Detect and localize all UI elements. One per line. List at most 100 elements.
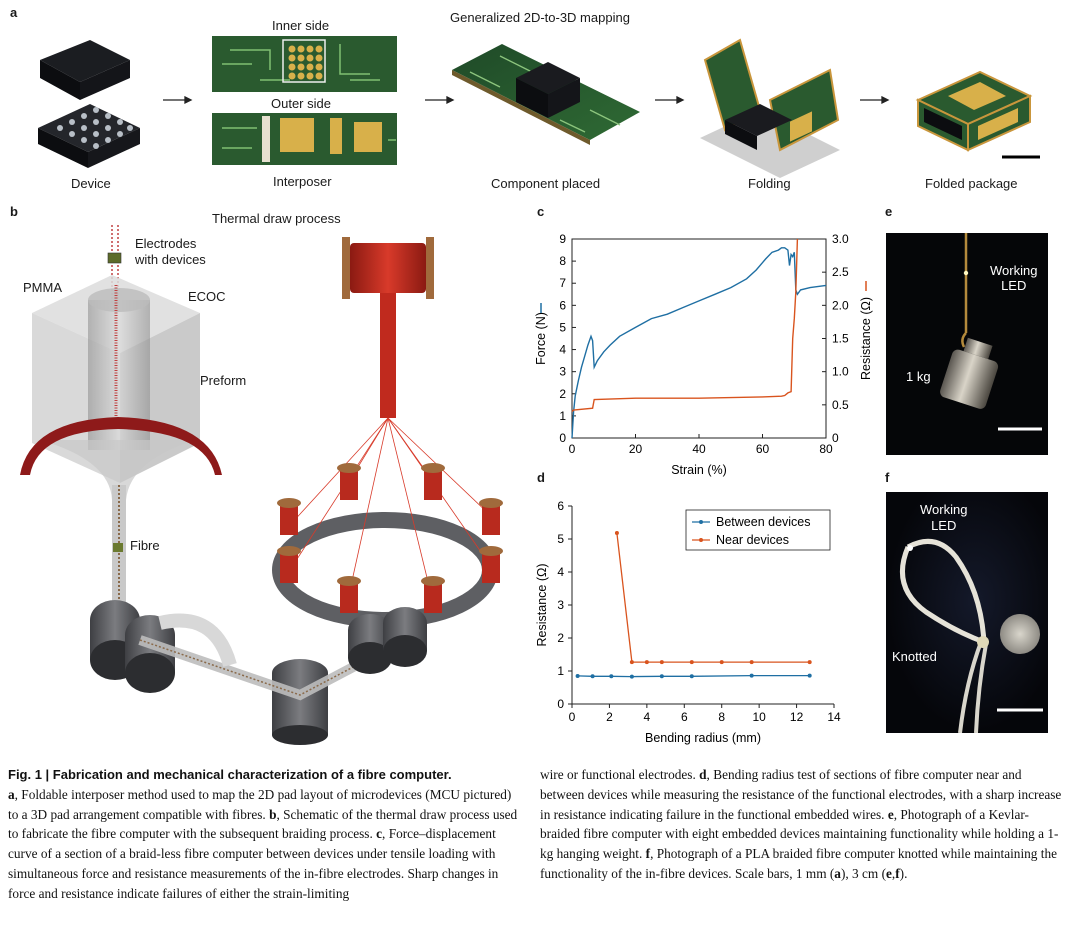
label-working-led-e: Working LED: [990, 263, 1037, 293]
photo-kevlar-fibre-weight: Working LED 1 kg: [886, 233, 1048, 455]
y-tick-label-left: 4: [559, 343, 566, 357]
near-devices-point: [807, 660, 812, 665]
legend-label: Between devices: [716, 515, 811, 529]
y-axis-label-right: Resistance (Ω): [859, 297, 873, 380]
y-tick-label-right: 1.0: [832, 365, 849, 379]
y-tick-label: 1: [557, 664, 564, 678]
y-tick-label: 0: [557, 697, 564, 711]
caption-column-1: Fig. 1 | Fabrication and mechanical char…: [8, 765, 520, 904]
caption-run: ), 3 cm (: [840, 865, 886, 881]
photo-knotted-fibre: Working LED Knotted: [886, 492, 1048, 733]
panel-b-title: Thermal draw process: [212, 211, 341, 226]
y-tick-label: 4: [557, 565, 564, 579]
y-tick-label-left: 8: [559, 254, 566, 268]
caption-panel-ref: a: [834, 865, 841, 881]
near-devices-point: [644, 660, 649, 665]
label-led-f: LED: [931, 518, 957, 533]
caption-run: ,: [891, 865, 896, 881]
device-chip-bottom: [38, 104, 140, 168]
y-tick-label-left: 5: [559, 320, 566, 334]
legend-marker: [699, 520, 703, 524]
between-devices-point: [659, 674, 664, 679]
panel-e-letter: e: [885, 204, 893, 219]
caption-run: , Photograph of a PLA braided fibre comp…: [540, 846, 1058, 881]
near-devices-point: [749, 660, 754, 665]
near-devices-point: [689, 660, 694, 665]
x-tick-label: 12: [790, 710, 804, 724]
label-knotted: Knotted: [892, 649, 937, 664]
caption-fig-title: Fig. 1 | Fabrication and mechanical char…: [8, 767, 452, 782]
folding-package: [700, 38, 840, 178]
y-tick-label-right: 2.5: [832, 265, 849, 279]
x-tick-label: 20: [629, 442, 643, 456]
folded-package: [915, 70, 1033, 152]
panel-a-illustration: [38, 36, 1040, 178]
x-tick-label: 8: [718, 710, 725, 724]
label-preform: Preform: [200, 373, 247, 388]
y-tick-label-right: 2.0: [832, 298, 849, 312]
between-devices-point: [590, 674, 595, 679]
label-fibre: Fibre: [130, 538, 160, 553]
label-folding: Folding: [748, 176, 791, 191]
y-tick-label-left: 1: [559, 409, 566, 423]
caption-run: ).: [899, 865, 908, 881]
between-devices-point: [609, 674, 614, 679]
caption-panel-ref: b: [269, 806, 277, 822]
between-devices-line: [577, 674, 810, 678]
caption-run: , Photograph of a Kevlar-braided fibre c…: [540, 806, 1059, 862]
between-devices-point: [629, 674, 634, 679]
x-tick-label: 0: [569, 710, 576, 724]
panel-a-letter: a: [10, 5, 18, 20]
x-tick-label: 60: [756, 442, 770, 456]
y-axis-label-left: Force (N): [534, 312, 548, 365]
caption-text-1: a, Foldable interposer method used to ma…: [8, 785, 520, 904]
x-axis-label: Strain (%): [671, 463, 727, 477]
device-chip-top: [40, 40, 130, 100]
y-tick-label-left: 7: [559, 276, 566, 290]
panel-d-letter: d: [537, 470, 545, 485]
panel-a-title: Generalized 2D-to-3D mapping: [450, 10, 630, 25]
y-tick-label: 6: [557, 499, 564, 513]
between-devices-point: [689, 674, 694, 679]
legend-marker: [699, 538, 703, 542]
y-tick-label-left: 3: [559, 365, 566, 379]
resistance-series-line: [571, 238, 799, 413]
label-inner-side: Inner side: [272, 18, 330, 33]
panel-c-letter: c: [537, 204, 545, 219]
label-working-f: Working: [920, 502, 968, 517]
caption-panel-ref: f: [645, 846, 651, 862]
y-tick-label-right: 3.0: [832, 232, 849, 246]
x-tick-label: 4: [644, 710, 651, 724]
y-tick-label-left: 0: [559, 431, 566, 445]
x-tick-label: 0: [569, 442, 576, 456]
label-led-e: LED: [1001, 278, 1027, 293]
y-tick-label: 5: [557, 532, 564, 546]
x-tick-label: 10: [752, 710, 766, 724]
label-interposer: Interposer: [273, 174, 332, 189]
label-folded-package: Folded package: [925, 176, 1018, 191]
caption-column-2: wire or functional electrodes. d, Bendin…: [540, 765, 1062, 884]
near-devices-point: [719, 660, 724, 665]
label-with-devices: with devices: [135, 252, 206, 267]
caption-panel-ref: a: [8, 786, 15, 802]
y-tick-label-right: 0: [832, 431, 839, 445]
y-tick-label: 3: [557, 598, 564, 612]
x-tick-label: 14: [827, 710, 841, 724]
y-tick-label-right: 0.5: [832, 398, 849, 412]
label-electrodes: Electrodes: [135, 236, 197, 251]
thermal-draw-illustration: [20, 225, 503, 745]
y-axis-label: Resistance (Ω): [535, 564, 549, 647]
label-ecoc: ECOC: [188, 289, 226, 304]
between-devices-point: [749, 673, 754, 678]
x-tick-label: 40: [692, 442, 706, 456]
y-tick-label-left: 6: [559, 298, 566, 312]
y-tick-label-left: 2: [559, 387, 566, 401]
caption-run: , Foldable interposer method used to map…: [8, 786, 512, 822]
legend-label: Near devices: [716, 533, 789, 547]
label-outer-side: Outer side: [271, 96, 331, 111]
x-tick-label: 6: [681, 710, 688, 724]
legend-box: [685, 509, 831, 551]
interposer-outer-side: [212, 113, 397, 165]
